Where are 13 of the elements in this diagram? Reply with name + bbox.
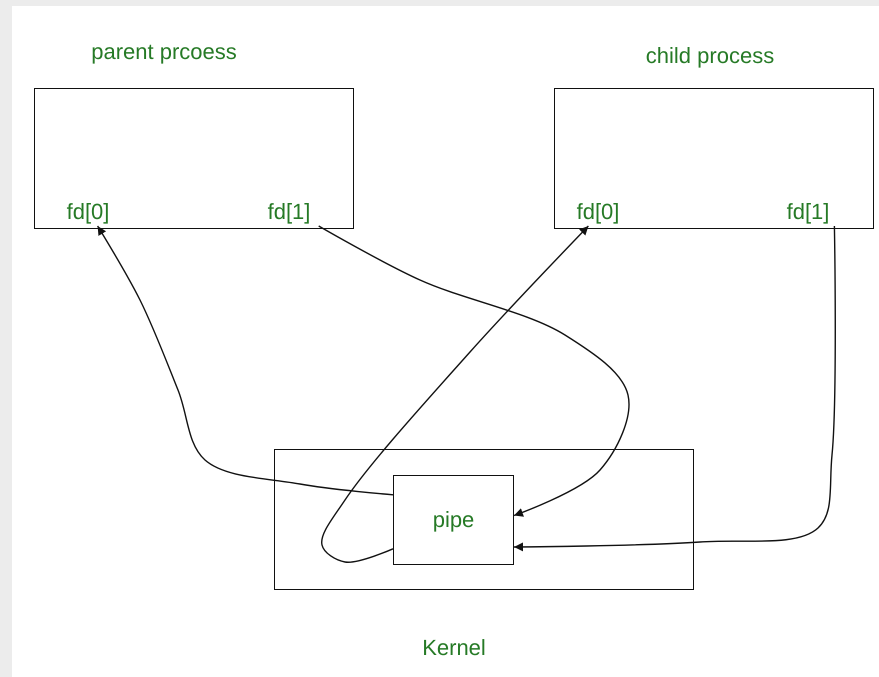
arrow xyxy=(321,226,589,563)
fd-label: fd[1] xyxy=(256,198,322,226)
arrow xyxy=(97,226,394,496)
pipe-box xyxy=(393,475,514,565)
arrow xyxy=(514,226,836,552)
fd-label: fd[0] xyxy=(566,198,630,226)
fd-label: fd[1] xyxy=(775,198,841,226)
box-title: child process xyxy=(644,42,776,70)
arrow xyxy=(318,225,630,517)
box-title: Kernel xyxy=(421,634,487,662)
fd-label: fd[0] xyxy=(56,198,120,226)
box-label: pipe xyxy=(432,506,474,534)
box-title: parent prcoess xyxy=(90,38,238,66)
